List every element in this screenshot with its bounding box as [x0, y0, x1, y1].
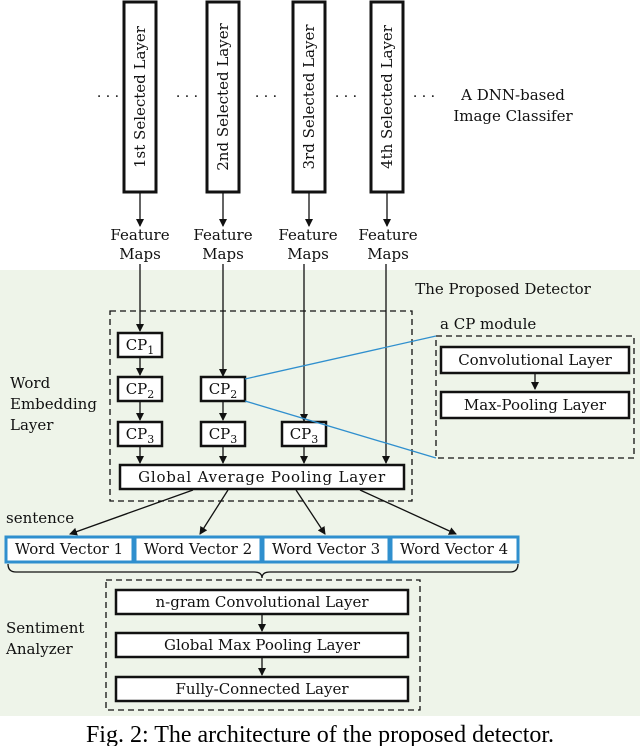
cp-1-3: CP3	[126, 425, 155, 446]
feature-maps-labels: Feature Maps Feature Maps Feature Maps F…	[110, 226, 417, 263]
word-vector-3-box	[261, 535, 391, 564]
layer-1-label: 1st Selected Layer	[131, 25, 149, 168]
cp-3-3: CP3	[290, 425, 319, 446]
cp-module-pool-label: Max-Pooling Layer	[464, 396, 607, 414]
layer-3: 3rd Selected Layer	[291, 0, 327, 194]
sentence-brace	[7, 563, 519, 579]
feature-maps-3-line2: Maps	[287, 245, 329, 263]
word-vectors: Word Vector 1 Word Vector 2 Word Vector …	[4, 535, 520, 564]
word-vector-1: Word Vector 1	[15, 540, 123, 558]
cp-module-conv-label: Convolutional Layer	[458, 351, 612, 369]
sentiment-analyzer-box	[105, 579, 421, 711]
word-embedding-box	[109, 310, 413, 502]
feature-maps-1-line1: Feature	[110, 226, 169, 244]
word-vector-4: Word Vector 4	[400, 540, 508, 558]
word-vector-2: Word Vector 2	[144, 540, 252, 558]
global-max-pool-label: Global Max Pooling Layer	[164, 636, 361, 654]
cp-module-pool-box	[439, 390, 631, 420]
gap-to-vector-arrows	[69, 489, 457, 536]
cp-boxes: CP1 CP2 CP2 CP3 CP3 CP3	[116, 331, 328, 448]
layer-4-label: 4th Selected Layer	[378, 24, 396, 169]
ellipsis-1: · · ·	[176, 89, 198, 105]
detector-title: The Proposed Detector	[415, 280, 591, 298]
ellipsis-4: · · ·	[413, 89, 435, 105]
fully-connected-box	[114, 675, 410, 703]
cp-arrows	[136, 358, 308, 464]
feature-to-detector-arrows	[136, 264, 390, 464]
word-vector-2-box	[133, 535, 263, 564]
sentence-label: sentence	[6, 509, 74, 527]
sentiment-label-1: Sentiment	[6, 619, 84, 637]
sentiment-label-2: Analyzer	[5, 640, 73, 658]
layer-4: 4th Selected Layer	[369, 0, 405, 194]
ngram-conv-label: n-gram Convolutional Layer	[155, 593, 369, 611]
cp-1-2: CP2	[126, 380, 155, 401]
ellipsis-0: · · ·	[97, 89, 119, 105]
feature-maps-2-line1: Feature	[193, 226, 252, 244]
cp-1-1: CP1	[126, 336, 155, 357]
cp-2-2: CP2	[209, 380, 238, 401]
feature-maps-3-line1: Feature	[278, 226, 337, 244]
cp-2-3: CP3	[209, 425, 238, 446]
ngram-conv-box	[114, 588, 410, 616]
gap-layer-box	[118, 463, 406, 491]
layer-3-label: 3rd Selected Layer	[300, 24, 318, 170]
layer-1: 1st Selected Layer	[122, 0, 158, 194]
word-embedding-label-1: Word	[10, 374, 51, 392]
word-vector-3: Word Vector 3	[272, 540, 380, 558]
cp-module-label: a CP module	[440, 315, 536, 333]
figure-caption: Fig. 2: The architecture of the proposed…	[86, 722, 554, 746]
feature-maps-2-line2: Maps	[202, 245, 244, 263]
ellipsis-2: · · ·	[255, 89, 277, 105]
feature-maps-4-line2: Maps	[367, 245, 409, 263]
word-embedding-label-2: Embedding	[10, 395, 97, 413]
classifier-title-line2: Image Classifer	[453, 107, 573, 125]
cp-module-conv-box	[439, 345, 631, 375]
zoom-lines	[244, 335, 437, 459]
word-vector-4-box	[389, 535, 520, 564]
feature-maps-1-line2: Maps	[119, 245, 161, 263]
layer-to-feature-arrows	[136, 193, 391, 227]
gap-layer-label: Global Average Pooling Layer	[138, 468, 386, 486]
layer-2: 2nd Selected Layer	[205, 0, 241, 194]
word-embedding-label-3: Layer	[10, 416, 54, 434]
feature-maps-4-line1: Feature	[358, 226, 417, 244]
word-vector-1-box	[4, 535, 135, 564]
classifier-title-line1: A DNN-based	[460, 86, 565, 104]
layer-2-label: 2nd Selected Layer	[214, 22, 232, 170]
ellipsis-3: · · ·	[335, 89, 357, 105]
global-max-pool-box	[114, 631, 410, 659]
classifier-layers: 1st Selected Layer 2nd Selected Layer 3r…	[122, 0, 405, 194]
fully-connected-label: Fully-Connected Layer	[175, 680, 349, 698]
